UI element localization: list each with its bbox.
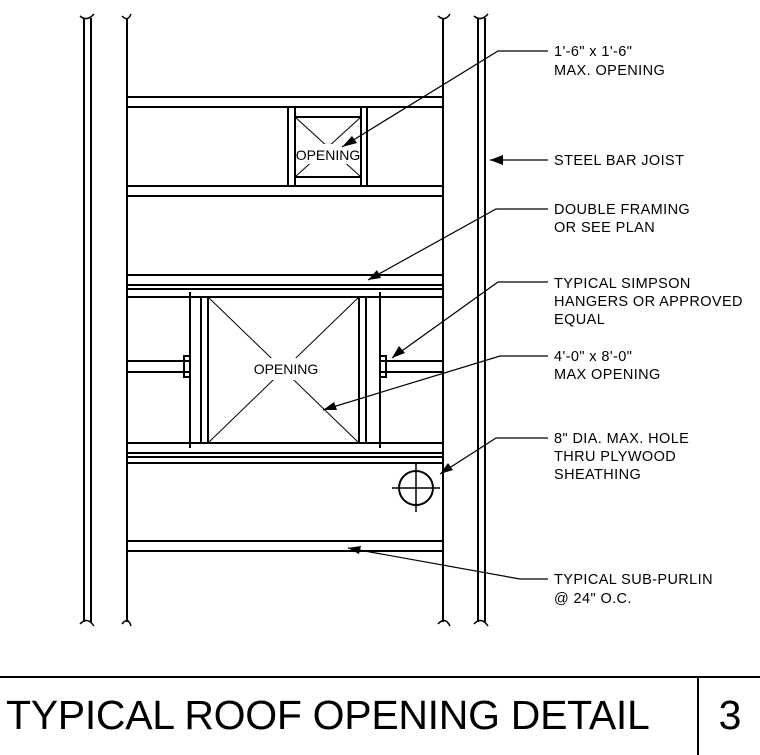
note-hole-line-1: 8" DIA. MAX. HOLE: [554, 431, 689, 447]
note-hangers-line-2: HANGERS OR APPROVED: [554, 294, 743, 310]
note-sub-purlin-line-2: @ 24" O.C.: [554, 591, 632, 607]
title-block: TYPICAL ROOF OPENING DETAIL 3: [0, 676, 760, 755]
note-hole-line-2: THRU PLYWOOD: [554, 449, 676, 465]
note-double-framing-line-2: OR SEE PLAN: [554, 220, 655, 236]
note-hangers-line-3: EQUAL: [554, 312, 605, 328]
large-opening-label: OPENING: [254, 361, 319, 377]
large-opening-framing: [183, 292, 387, 448]
note-sub-purlin-line-1: TYPICAL SUB-PURLIN: [554, 572, 713, 588]
leader-lines: [322, 50, 548, 580]
detail-number: 3: [718, 692, 742, 738]
note-hangers-line-1: TYPICAL SIMPSON: [554, 276, 691, 292]
small-opening-label: OPENING: [296, 147, 361, 163]
drawing-linework: [79, 13, 489, 627]
note-large-opening-line-1: 4'-0" x 8'-0": [554, 349, 632, 365]
plywood-hole-symbol: [392, 464, 440, 512]
note-small-opening-line-1: 1'-6" x 1'-6": [554, 44, 632, 60]
note-hole-line-3: SHEATHING: [554, 467, 641, 483]
right-steel-bar-joist: [437, 13, 489, 627]
left-steel-bar-joist: [79, 13, 132, 627]
note-double-framing-line-1: DOUBLE FRAMING: [554, 202, 690, 218]
note-large-opening-line-2: MAX OPENING: [554, 367, 661, 383]
title-rule: [0, 676, 760, 678]
detail-title: TYPICAL ROOF OPENING DETAIL: [6, 692, 650, 738]
small-opening-framing: [287, 107, 368, 186]
note-small-opening-line-2: MAX. OPENING: [554, 63, 665, 79]
sub-purlins: [127, 96, 443, 552]
title-divider: [697, 678, 699, 755]
leader-arrowheads: [323, 136, 503, 554]
note-steel-bar-joist: STEEL BAR JOIST: [554, 153, 684, 169]
